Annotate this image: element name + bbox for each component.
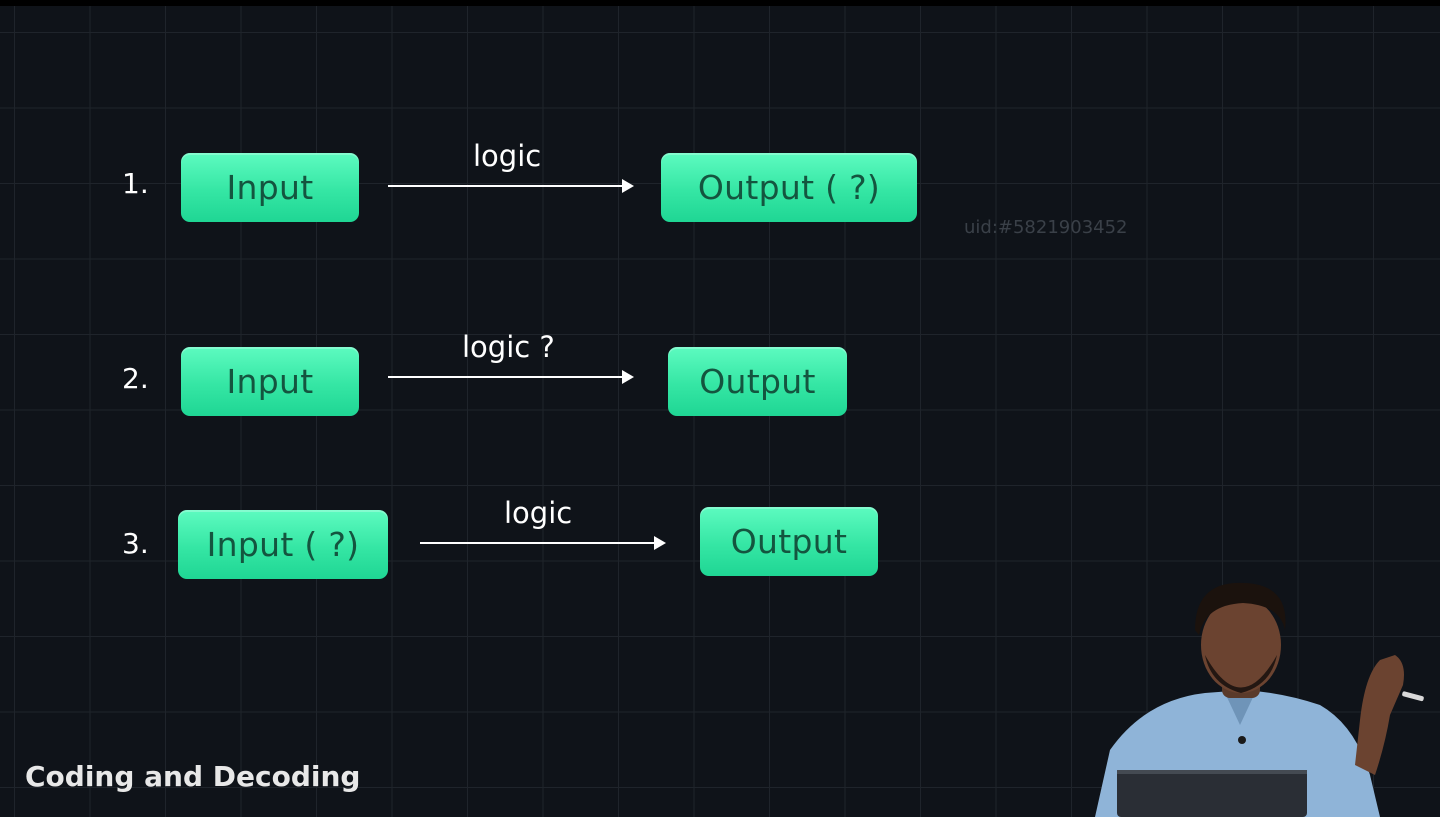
input-box-3: Input ( ?) xyxy=(178,510,388,579)
presenter-collar xyxy=(1225,693,1255,725)
logic-label-1: logic xyxy=(473,139,542,173)
presenter-video xyxy=(1095,582,1424,817)
logic-label-2: logic ? xyxy=(462,330,555,364)
output-box-3: Output xyxy=(700,507,878,576)
arrow-2 xyxy=(388,370,634,384)
row-number-3: 3. xyxy=(122,527,149,560)
output-box-1: Output ( ?) xyxy=(661,153,917,222)
input-box-1: Input xyxy=(181,153,359,222)
row-number-1: 1. xyxy=(122,167,149,200)
arrow-1 xyxy=(388,179,634,193)
uid-watermark: uid:#5821903452 xyxy=(964,217,1128,238)
presenter-hand xyxy=(1355,655,1404,775)
arrow-3 xyxy=(420,536,666,550)
presenter-face xyxy=(1201,597,1281,693)
pen xyxy=(1402,691,1424,702)
slide-title: Coding and Decoding xyxy=(25,760,361,793)
laptop xyxy=(1117,770,1307,817)
logic-label-3: logic xyxy=(504,496,573,530)
presenter-hair xyxy=(1195,582,1286,635)
top-strip xyxy=(0,0,1440,6)
row-number-2: 2. xyxy=(122,362,149,395)
microphone xyxy=(1238,736,1246,744)
output-box-2: Output xyxy=(668,347,847,416)
input-box-2: Input xyxy=(181,347,359,416)
presenter-beard xyxy=(1205,655,1277,693)
